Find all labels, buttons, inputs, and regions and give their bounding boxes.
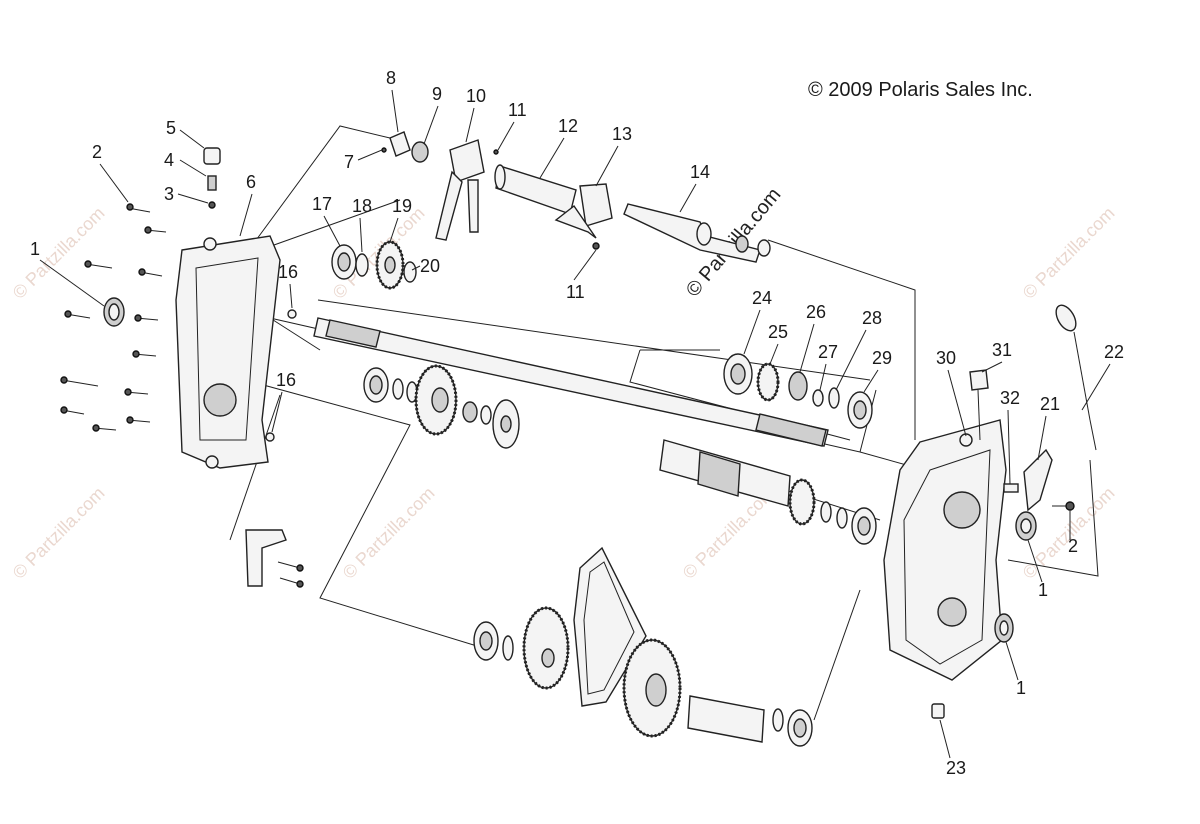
callout-label: 32 (1000, 388, 1020, 408)
gear-set-upper (331, 240, 417, 290)
callout-label: 21 (1040, 394, 1060, 414)
gear-set-right (723, 353, 873, 429)
callout-label: 18 (352, 196, 372, 216)
output-shaft (659, 439, 877, 545)
callout-label: 27 (818, 342, 838, 362)
callout-label: 26 (806, 302, 826, 322)
callout-label: 25 (768, 322, 788, 342)
callout-label: 14 (690, 162, 710, 182)
main-shaft (313, 317, 829, 447)
leader-lines (39, 89, 1111, 759)
callout-label: 8 (386, 68, 396, 88)
callout-label: 19 (392, 196, 412, 216)
callout-label: 20 (420, 256, 440, 276)
callout-label: 12 (558, 116, 578, 136)
callout-label: 6 (246, 172, 256, 192)
callout-labels: 1 2 3 4 5 6 7 8 9 10 11 12 13 14 16 17 1… (30, 68, 1124, 778)
left-bolts (60, 203, 167, 432)
detent-ball (208, 201, 216, 209)
callout-label: 13 (612, 124, 632, 144)
watermark: © Partzilla.com (1019, 203, 1119, 303)
callout-label: 10 (466, 86, 486, 106)
right-small-parts (931, 369, 1075, 719)
callout-label: 30 (936, 348, 956, 368)
callout-label: 11 (508, 100, 527, 120)
callout-label: 2 (92, 142, 102, 162)
callout-label: 1 (1038, 580, 1048, 600)
gear-set-middle (363, 364, 520, 449)
callout-label: 17 (312, 194, 332, 214)
callout-label: 29 (872, 348, 892, 368)
callout-label: 31 (992, 340, 1012, 360)
shift-shaft (623, 203, 771, 263)
dipstick (1055, 304, 1097, 451)
callout-label: 1 (30, 239, 40, 259)
spring (207, 175, 217, 191)
callout-label: 1 (1016, 678, 1026, 698)
callout-label: 7 (344, 152, 354, 172)
callout-label: 23 (946, 758, 966, 778)
lower-drive (473, 546, 813, 747)
bracket (245, 529, 304, 588)
callout-label: 22 (1104, 342, 1124, 362)
callout-label: 5 (166, 118, 176, 138)
callout-label: 11 (566, 282, 585, 302)
dowel-pin (265, 432, 275, 442)
watermark: © Partzilla.com (9, 203, 109, 303)
watermark: © Partzilla.com (9, 483, 109, 583)
callout-label: 28 (862, 308, 882, 328)
callout-label: 16 (276, 370, 296, 390)
callout-label: 3 (164, 184, 174, 204)
callout-label: 24 (752, 288, 772, 308)
drain-plug (203, 147, 221, 165)
callout-label: 2 (1068, 536, 1078, 556)
shift-fork-assembly (381, 131, 613, 250)
right-transmission-housing (883, 419, 1007, 681)
left-transmission-housing (175, 235, 281, 469)
dowel-pin (287, 309, 297, 319)
copyright-notice: © 2009 Polaris Sales Inc. (808, 79, 1033, 101)
callout-label: 4 (164, 150, 174, 170)
callout-label: 16 (278, 262, 298, 282)
callout-label: 9 (432, 84, 442, 104)
